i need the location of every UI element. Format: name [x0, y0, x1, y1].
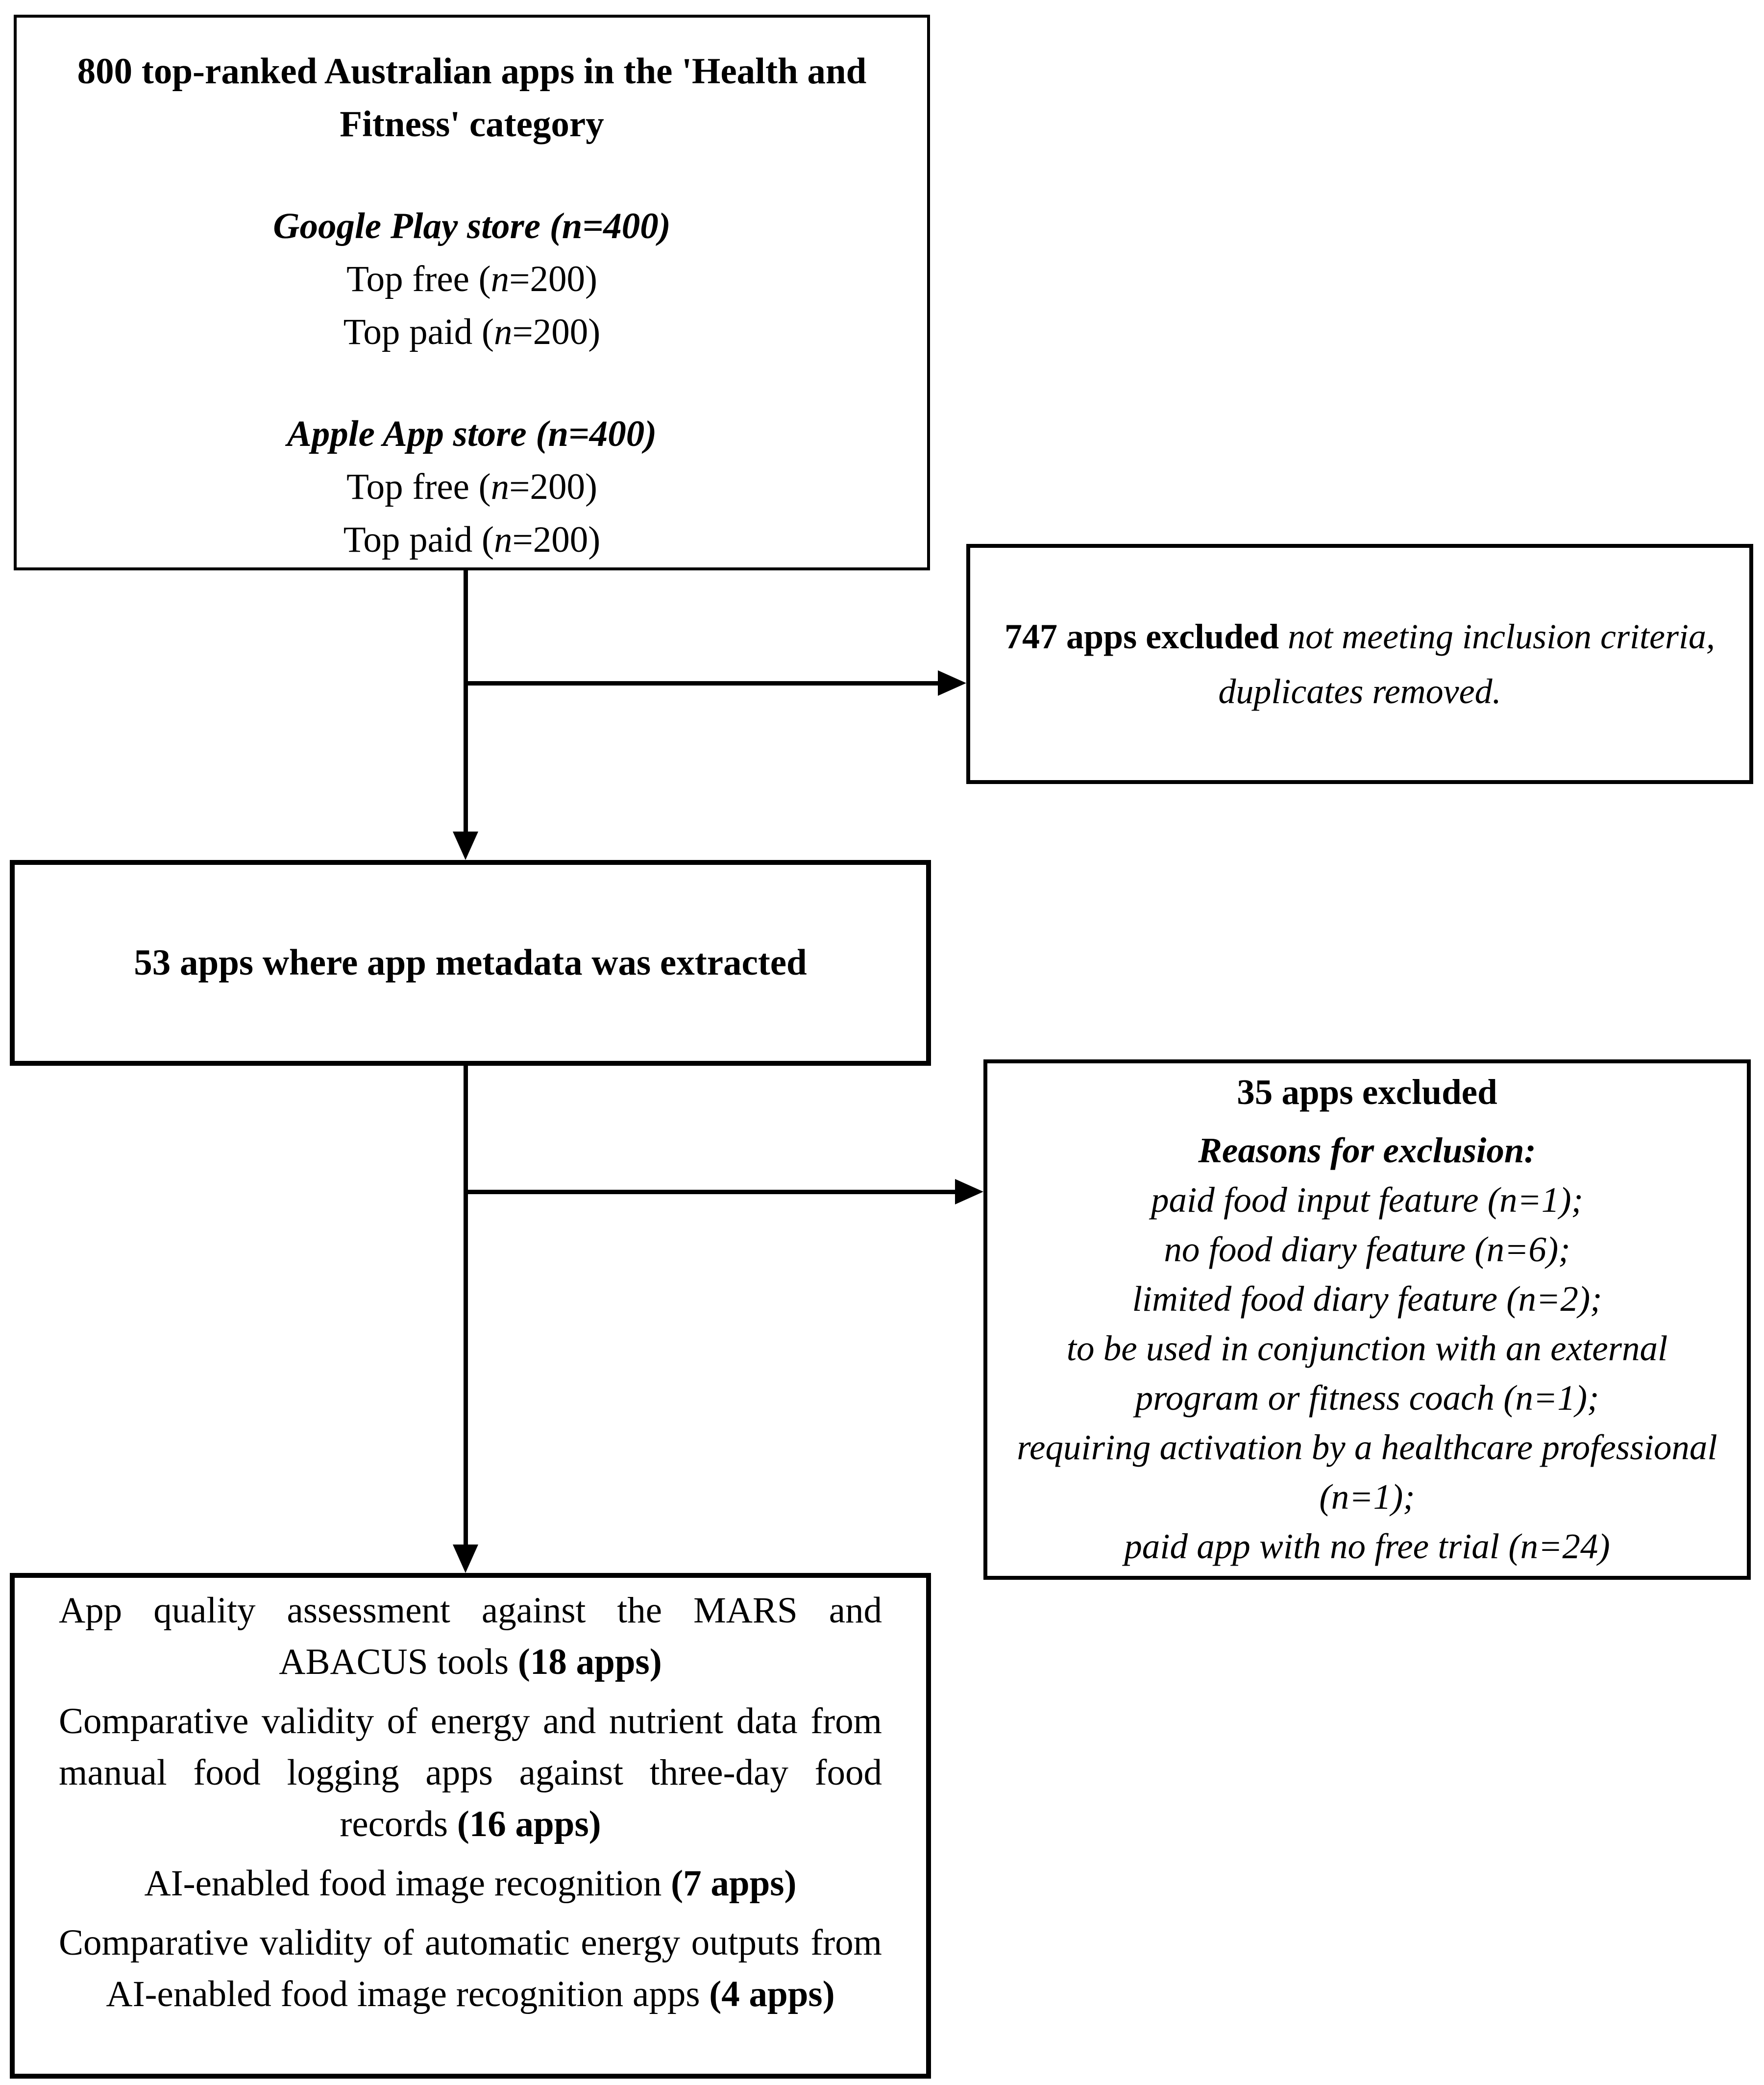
text-segment: (16 apps) [457, 1804, 601, 1844]
text-segment: (18 apps) [517, 1642, 662, 1682]
text-line: Top paid (n=200) [41, 306, 903, 359]
google-play-items: Top free (n=200)Top paid (n=200) [41, 253, 903, 359]
text-segment: Comparative validity of automatic energy… [59, 1922, 882, 2014]
metadata-extracted-text: 53 apps where app metadata was extracted [134, 942, 807, 983]
source-box-title: 800 top-ranked Australian apps in the 'H… [77, 51, 867, 145]
exclusion-reasons-list: paid food input feature (n=1); no food di… [1002, 1175, 1732, 1571]
apple-store-group: Apple App store (n=400) Top free (n=200)… [41, 408, 903, 566]
text-segment: =200) [509, 259, 597, 299]
connector-vertical-bottom [464, 1063, 468, 1546]
text-line: Comparative validity of energy and nutri… [59, 1695, 882, 1850]
google-play-group: Google Play store (n=400) Top free (n=20… [41, 200, 903, 359]
text-segment: (4 apps) [709, 1974, 835, 2014]
arrowhead-down-icon [453, 1545, 478, 1573]
source-apps-box: 800 top-ranked Australian apps in the 'H… [14, 15, 930, 570]
connector-branch-747 [464, 681, 941, 686]
arrowhead-right-icon [938, 670, 966, 696]
text-segment: =200) [512, 519, 601, 560]
apple-store-items: Top free (n=200)Top paid (n=200) [41, 461, 903, 566]
text-line: requiring activation by a healthcare pro… [1017, 1427, 1717, 1517]
metadata-extracted-box: 53 apps where app metadata was extracted [10, 860, 931, 1066]
excluded-747-text: 747 apps excluded not meeting inclusion … [990, 609, 1730, 719]
exclusion-reasons-header: Reasons for exclusion: [1198, 1130, 1536, 1170]
text-segment: Top free ( [346, 466, 491, 507]
text-line: Top paid (n=200) [41, 514, 903, 566]
text-segment: n [490, 259, 510, 299]
text-segment: Top paid ( [343, 312, 494, 352]
arrowhead-down-icon [453, 832, 478, 860]
text-segment: n [493, 312, 513, 352]
text-line: Top free (n=200) [41, 253, 903, 306]
text-line: paid app with no free trial (n=24) [1124, 1526, 1610, 1566]
excluded-747-box: 747 apps excluded not meeting inclusion … [966, 544, 1753, 784]
text-segment: n [493, 519, 513, 560]
text-line: App quality assessment against the MARS … [59, 1585, 882, 1688]
text-segment: AI-enabled food image recognition [144, 1863, 671, 1904]
text-segment: n [490, 466, 510, 507]
google-play-header: Google Play store (n=400) [273, 206, 671, 246]
connector-branch-35 [464, 1190, 958, 1194]
text-line: paid food input feature (n=1); [1151, 1180, 1583, 1220]
text-segment: Comparative validity of energy and nutri… [59, 1701, 882, 1844]
arrowhead-right-icon [955, 1179, 983, 1204]
excluded-35-title: 35 apps excluded [1237, 1072, 1497, 1112]
text-segment: 747 apps excluded [1004, 617, 1279, 656]
connector-vertical-top [464, 568, 468, 833]
text-segment: not meeting inclusion criteria, duplicat… [1218, 617, 1715, 711]
text-segment: =200) [512, 312, 601, 352]
text-line: Comparative validity of automatic energy… [59, 1917, 882, 2020]
text-segment: (7 apps) [671, 1863, 797, 1904]
outcomes-box: App quality assessment against the MARS … [10, 1573, 931, 2079]
apple-store-header: Apple App store (n=400) [287, 414, 657, 454]
text-segment: =200) [509, 466, 597, 507]
excluded-35-box: 35 apps excluded Reasons for exclusion: … [983, 1059, 1751, 1580]
text-line: limited food diary feature (n=2); [1132, 1279, 1602, 1319]
text-segment: Top paid ( [343, 519, 494, 560]
text-line: to be used in conjunction with an extern… [1066, 1328, 1668, 1418]
text-line: AI-enabled food image recognition (7 app… [59, 1858, 882, 1909]
text-segment: Top free ( [346, 259, 491, 299]
text-segment: App quality assessment against the MARS … [59, 1590, 882, 1682]
text-line: Top free (n=200) [41, 461, 903, 514]
text-line: no food diary feature (n=6); [1164, 1229, 1570, 1269]
